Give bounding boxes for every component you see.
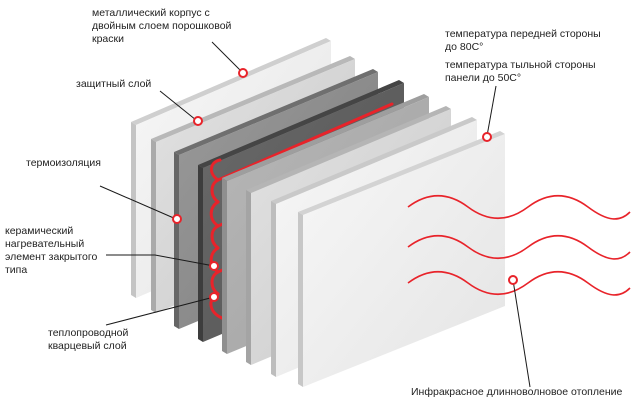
marker-front-temp [482,132,492,142]
leader-quartz [105,296,215,326]
panel-front [298,131,505,387]
label-front-temperature: температура передней стороны до 80С° [445,28,601,53]
infrared-waves [407,195,631,296]
label-protective-layer: защитный слой [76,78,152,90]
leader-front-temp [486,85,497,137]
label-heating-element: керамический нагревательный элемент закр… [5,225,98,276]
leader-protective [159,90,197,121]
marker-element [209,261,219,271]
marker-insulation [172,214,182,224]
leader-body [211,41,244,74]
label-quartz-layer: теплопроводной кварцевый слой [48,327,129,352]
label-thermal-insulation: термоизоляция [26,157,101,169]
marker-body [238,68,248,78]
label-metal-body: металлический корпус с двойным слоем пор… [92,7,232,45]
marker-infrared [508,275,518,285]
leader-infrared [512,279,531,388]
marker-quartz [209,292,219,302]
leader-lines [99,41,531,388]
label-infrared-heating: Инфракрасное длинноволновое отопление [411,386,623,398]
leader-insulation [99,185,177,220]
marker-protective [193,116,203,126]
markers [172,68,518,302]
leader-element [106,254,215,267]
label-back-temperature: температура тыльной стороны панели до 50… [445,59,596,84]
